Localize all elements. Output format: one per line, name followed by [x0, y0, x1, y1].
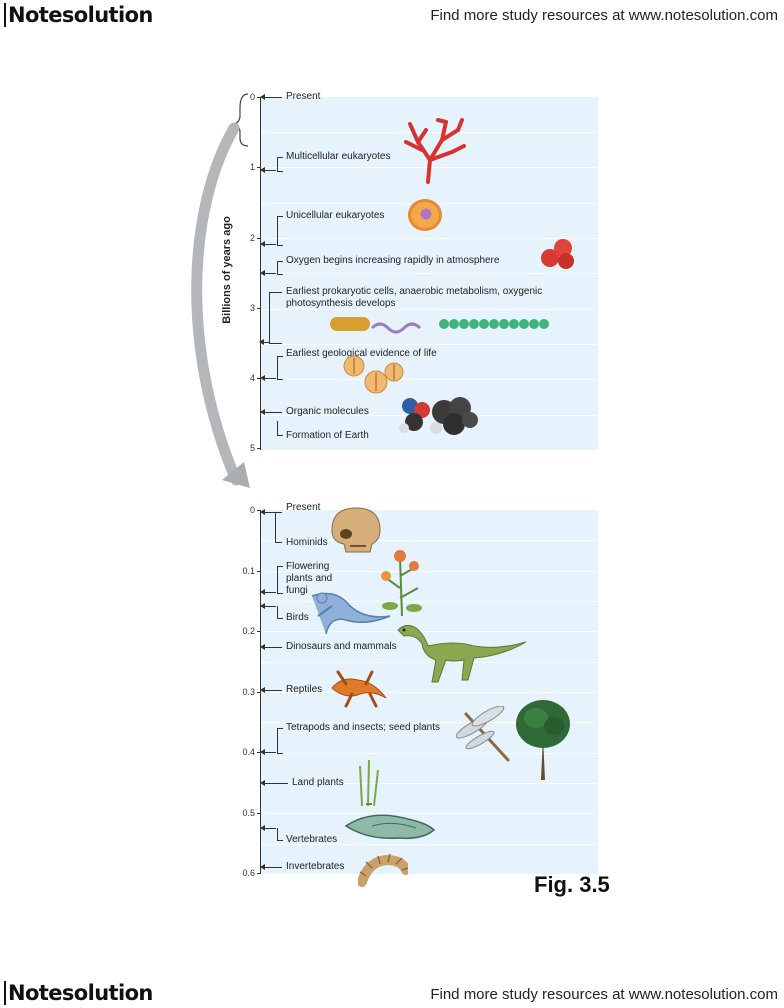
bottom-tickmark-2	[257, 631, 261, 632]
stromatolite-icon	[343, 355, 404, 394]
event-hominids: Hominids	[286, 537, 328, 548]
bottom-tick-0: 0	[249, 505, 255, 515]
event-land-plants: Land plants	[292, 777, 344, 788]
organic-molecule-icon	[399, 397, 478, 435]
bottom-tick-0.6: 0.6	[242, 868, 255, 878]
top-tickmark-4	[257, 378, 261, 379]
flowering-plant-icon	[381, 550, 422, 617]
bottom-pointer-flowering	[260, 589, 276, 595]
notesolution-logo[interactable]: Notesolution	[4, 3, 153, 27]
lizard-icon	[331, 670, 387, 708]
top-pointer-multicellular	[260, 167, 276, 173]
bottom-tick-0.5: 0.5	[242, 808, 255, 818]
event-present-bottom: Present	[286, 502, 321, 513]
bottom-pointer-present	[260, 509, 282, 515]
top-tickmark-5	[257, 448, 261, 449]
bird-fossil-icon	[311, 592, 391, 635]
bracket-multicellular	[277, 157, 283, 172]
prokaryote-cells-icon	[330, 317, 549, 334]
unicellular-cell-icon	[408, 199, 442, 231]
skull-icon	[331, 507, 381, 553]
notesolution-logo-footer[interactable]: Notesolution	[4, 981, 153, 1005]
bracket-flowering	[277, 566, 283, 594]
bottom-tickmark-5	[257, 813, 261, 814]
top-tickmark-0	[257, 97, 261, 98]
bottom-timeline-panel	[260, 510, 598, 874]
event-present-top: Present	[286, 91, 321, 102]
bottom-tick-0.2: 0.2	[242, 626, 255, 636]
dragonfly-icon	[455, 706, 510, 762]
bottom-pointer-birds	[260, 603, 276, 609]
bottom-pointer-dinosaurs	[260, 644, 282, 650]
bracket-prokaryotes	[269, 292, 282, 344]
event-prokaryotes: Earliest prokaryotic cells, anaerobic me…	[286, 286, 543, 309]
bottom-tickmark-3	[257, 692, 261, 693]
bracket-birds	[277, 606, 283, 619]
event-flowering: Flowering plants and fungi	[286, 561, 333, 596]
event-vertebrates: Vertebrates	[286, 834, 338, 845]
top-tick-2: 2	[249, 233, 255, 243]
top-tickmark-1	[257, 167, 261, 168]
bottom-tick-0.4: 0.4	[242, 747, 255, 757]
top-pointer-geological	[260, 375, 276, 381]
top-pointer-unicellular	[260, 241, 276, 247]
oxygen-molecule-icon	[541, 239, 574, 269]
top-tick-3: 3	[249, 303, 255, 313]
bracket-unicellular	[277, 216, 283, 246]
top-pointer-prokaryotes	[259, 339, 269, 345]
header-promo-link[interactable]: Find more study resources at www.notesol…	[430, 7, 778, 24]
bottom-pointer-land-plants	[260, 780, 288, 786]
bottom-tickmark-0	[257, 510, 261, 511]
top-pointer-present	[260, 94, 282, 100]
event-geological: Earliest geological evidence of life	[286, 348, 437, 359]
event-dinosaurs: Dinosaurs and mammals	[286, 641, 397, 652]
event-multicellular: Multicellular eukaryotes	[286, 151, 391, 162]
conifer-tree-icon	[516, 700, 570, 780]
top-pointer-organic	[260, 409, 282, 415]
bottom-pointer-tetrapods	[260, 749, 276, 755]
bracket-formation	[277, 421, 283, 436]
bracket-vertebrates	[277, 828, 283, 841]
top-tickmark-3	[257, 308, 261, 309]
event-tetrapods: Tetrapods and insects; seed plants	[286, 722, 440, 733]
top-tick-0: 0	[249, 92, 255, 102]
land-plant-icon	[359, 759, 379, 807]
event-organic: Organic molecules	[286, 406, 369, 417]
bottom-tickmark-4	[257, 752, 261, 753]
top-tick-4: 4	[249, 373, 255, 383]
bottom-pointer-invertebrates	[260, 864, 282, 870]
top-tickmark-2	[257, 238, 261, 239]
bracket-tetrapods	[277, 728, 283, 754]
curved-arrow-icon	[191, 93, 250, 488]
bottom-pointer-vertebrates	[260, 825, 276, 831]
bracket-hominids	[275, 512, 282, 543]
event-oxygen: Oxygen begins increasing rapidly in atmo…	[286, 255, 500, 266]
event-unicellular: Unicellular eukaryotes	[286, 210, 385, 221]
coral-icon	[404, 118, 466, 184]
event-birds: Birds	[286, 612, 309, 623]
bottom-tick-0.1: 0.1	[242, 566, 255, 576]
bottom-pointer-reptiles	[260, 687, 282, 693]
bottom-tickmark-1	[257, 571, 261, 572]
fish-icon	[344, 814, 436, 840]
bottom-tickmark-6	[257, 873, 261, 874]
event-reptiles: Reptiles	[286, 684, 323, 695]
footer-promo-link[interactable]: Find more study resources at www.notesol…	[430, 986, 778, 1003]
figure-label: Fig. 3.5	[534, 872, 610, 897]
bracket-oxygen	[277, 261, 283, 275]
invertebrate-icon	[358, 853, 408, 887]
dinosaur-icon	[397, 624, 527, 683]
top-pointer-oxygen	[260, 270, 276, 276]
bottom-tick-0.3: 0.3	[242, 687, 255, 697]
event-formation: Formation of Earth	[286, 430, 369, 441]
bracket-geological	[277, 356, 283, 380]
top-tick-1: 1	[249, 162, 255, 172]
top-tick-5: 5	[249, 443, 255, 453]
event-invertebrates: Invertebrates	[286, 861, 345, 872]
